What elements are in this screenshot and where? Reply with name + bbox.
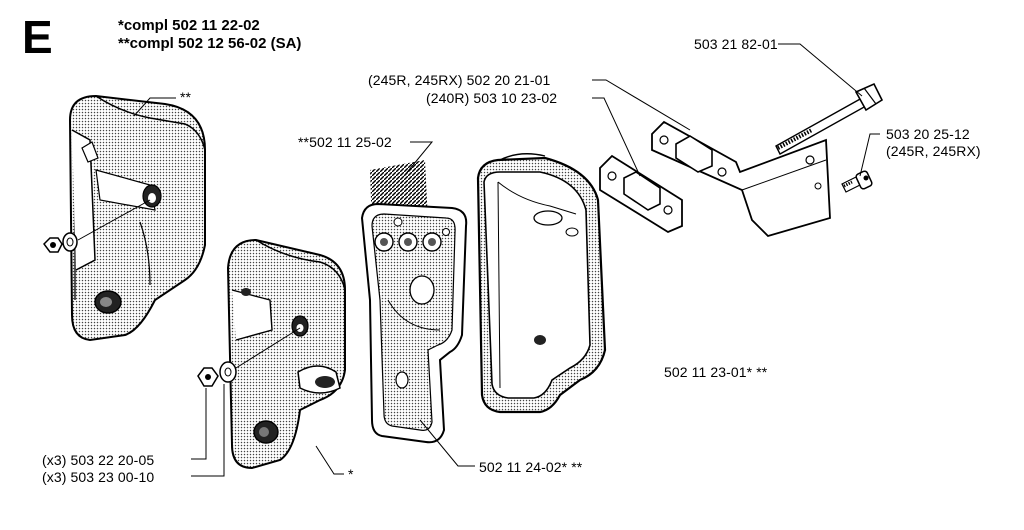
label-screw-models: (245R, 245RX) (886, 143, 981, 159)
small-screw (841, 170, 873, 193)
bracket-gasket-245r (651, 120, 831, 238)
section-letter: E (22, 11, 53, 63)
nut-washer-lower (197, 327, 301, 387)
label-muffler: 502 11 23-01* ** (664, 364, 768, 380)
muffler-cover-lower (226, 238, 346, 470)
label-screen: **502 11 25-02 (298, 134, 392, 150)
gasket-240r (599, 154, 683, 234)
label-gasket-240: (240R) 503 10 23-02 (426, 90, 558, 106)
compl-label-1: *compl 502 11 22-02 (118, 17, 260, 34)
muffler-cover-upper (68, 94, 206, 342)
compl-label-2: **compl 502 12 56-02 (SA) (118, 35, 302, 52)
nut-washer-upper (43, 199, 151, 253)
label-washer: (x3) 503 23 00-10 (42, 469, 155, 485)
label-plate: 502 11 24-02* ** (479, 459, 583, 475)
long-bolt (775, 82, 884, 155)
label-screw: 503 20 25-12 (886, 126, 970, 142)
label-cover-double: ** (180, 89, 192, 105)
muffler-body (476, 153, 607, 414)
label-cover-single: * (348, 466, 354, 482)
label-bolt-long: 503 21 82-01 (694, 36, 778, 52)
label-gasket-245: (245R, 245RX) 502 20 21-01 (368, 72, 551, 88)
label-nut: (x3) 503 22 20-05 (42, 452, 155, 468)
leader-lines (133, 43, 880, 477)
muffler-plate (360, 202, 468, 444)
